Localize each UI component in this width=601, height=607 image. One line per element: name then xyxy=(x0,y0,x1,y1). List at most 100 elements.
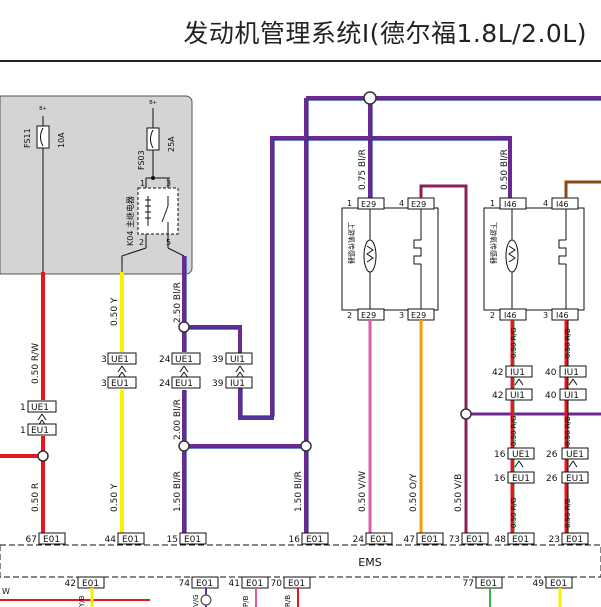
svg-text:E01: E01 xyxy=(370,535,387,545)
relay-pin-1: 1 xyxy=(140,179,145,188)
svg-text:0.50 O/Y: 0.50 O/Y xyxy=(409,473,419,512)
ems-label: EMS xyxy=(358,556,381,569)
svg-text:39: 39 xyxy=(212,355,224,365)
svg-text:UE1: UE1 xyxy=(175,355,193,365)
svg-text:24: 24 xyxy=(159,379,171,389)
svg-text:EU1: EU1 xyxy=(566,474,584,484)
svg-text:1: 1 xyxy=(20,403,26,413)
svg-text:1: 1 xyxy=(347,199,352,208)
svg-text:16: 16 xyxy=(494,450,506,460)
svg-text:42: 42 xyxy=(65,579,76,589)
svg-text:I46: I46 xyxy=(504,200,517,209)
svg-text:3: 3 xyxy=(101,379,107,389)
relay-pin-3: 3 xyxy=(166,179,171,188)
svg-text:0.50 Bl/R: 0.50 Bl/R xyxy=(500,149,510,190)
fuse-fs03-symbol xyxy=(146,127,160,151)
fuse-fs11-name: FS11 xyxy=(23,128,32,148)
wire-label-yellow-top: 0.50 Y xyxy=(110,297,120,326)
svg-text:42: 42 xyxy=(492,368,503,378)
svg-text:I46: I46 xyxy=(504,311,517,320)
svg-text:3: 3 xyxy=(543,311,548,320)
svg-text:23: 23 xyxy=(549,535,560,545)
svg-text:E01: E01 xyxy=(550,579,567,589)
e01-bottom-pin-0: 42 E01 xyxy=(65,576,105,589)
svg-text:0.50 R/G: 0.50 R/G xyxy=(510,328,518,358)
bottom-wire-w: W xyxy=(2,587,10,596)
svg-text:Y/B: Y/B xyxy=(78,595,86,607)
svg-text:70: 70 xyxy=(271,579,283,589)
svg-text:44: 44 xyxy=(105,535,117,545)
svg-text:0.50 V/W: 0.50 V/W xyxy=(358,471,368,512)
svg-text:E01: E01 xyxy=(82,579,99,589)
svg-text:0.50 R/G: 0.50 R/G xyxy=(510,416,518,446)
svg-text:15: 15 xyxy=(167,535,178,545)
svg-text:24: 24 xyxy=(159,355,171,365)
svg-text:E01: E01 xyxy=(421,535,438,545)
relay-pin-2: 2 xyxy=(139,238,144,247)
svg-text:E01: E01 xyxy=(466,535,483,545)
svg-text:V/G: V/G xyxy=(192,594,200,607)
svg-text:0.50 R/B: 0.50 R/B xyxy=(564,498,572,528)
svg-text:4: 4 xyxy=(399,199,404,208)
e01-pin-5: 47 E01 xyxy=(404,532,444,545)
svg-text:UE1: UE1 xyxy=(111,355,129,365)
bl-r-power-wire-highlights xyxy=(185,99,601,534)
svg-text:E01: E01 xyxy=(480,579,497,589)
bl-r-power-wires xyxy=(182,96,601,534)
svg-text:IU1: IU1 xyxy=(564,368,579,378)
svg-text:40: 40 xyxy=(545,368,557,378)
e01-bottom-pin-3: 70 E01 xyxy=(271,576,311,589)
svg-text:0.75 Bl/R: 0.75 Bl/R xyxy=(358,149,368,190)
e01-pin-2: 15 E01 xyxy=(167,532,207,545)
relay-k04-symbol xyxy=(137,187,179,235)
svg-text:74: 74 xyxy=(179,579,191,589)
ems-module-box xyxy=(0,544,601,578)
svg-text:E29: E29 xyxy=(411,200,426,209)
svg-text:E01: E01 xyxy=(184,535,201,545)
wire-label-red-top: 0.50 R/W xyxy=(31,343,41,384)
fuse-fs11-rating: 10A xyxy=(57,132,66,148)
svg-text:1: 1 xyxy=(490,199,495,208)
connector-ue1-16: 16 UE1 16 EU1 xyxy=(494,447,535,484)
svg-text:48: 48 xyxy=(495,535,507,545)
wire-label-red-bottom: 0.50 R xyxy=(31,483,41,512)
connector-ue1-yellow: 3 UE1 3 EU1 xyxy=(101,352,137,389)
svg-text:47: 47 xyxy=(404,535,415,545)
red-circuit xyxy=(0,116,50,534)
wire-label-purple-top: 2.50 Bl/R xyxy=(173,282,183,323)
svg-text:UE1: UE1 xyxy=(566,450,584,460)
relay-pin-5: 5 xyxy=(166,238,171,247)
svg-text:E01: E01 xyxy=(288,579,305,589)
connector-iu1-42: 42 IU1 42 UI1 xyxy=(492,365,533,401)
svg-text:3: 3 xyxy=(399,311,404,320)
title-divider xyxy=(0,60,601,62)
svg-text:IU1: IU1 xyxy=(510,368,525,378)
svg-text:41: 41 xyxy=(229,579,240,589)
svg-text:E01: E01 xyxy=(122,535,139,545)
svg-text:EU1: EU1 xyxy=(175,379,193,389)
fuse-fs03-name: FS03 xyxy=(137,150,146,170)
svg-text:0.50 R/G: 0.50 R/G xyxy=(510,498,518,528)
downstream-o2-sensor-label: 下游氧传感器 xyxy=(489,222,498,264)
relay-k04-name: K04 主继电器 xyxy=(125,196,135,246)
svg-text:EU1: EU1 xyxy=(111,379,129,389)
fuse-fs03-supply: B+ xyxy=(149,100,157,106)
svg-text:0.50 V/B: 0.50 V/B xyxy=(454,474,464,512)
svg-text:4: 4 xyxy=(543,199,548,208)
svg-text:EU1: EU1 xyxy=(31,426,49,436)
svg-text:16: 16 xyxy=(494,474,506,484)
svg-text:0.50 R/B: 0.50 R/B xyxy=(564,416,572,446)
svg-text:0.50 R/B: 0.50 R/B xyxy=(564,328,572,358)
svg-text:UE1: UE1 xyxy=(512,450,530,460)
svg-text:EU1: EU1 xyxy=(512,474,530,484)
svg-text:I46: I46 xyxy=(556,311,569,320)
connector-ue1-purple: 24 UE1 24 EU1 xyxy=(159,352,201,389)
